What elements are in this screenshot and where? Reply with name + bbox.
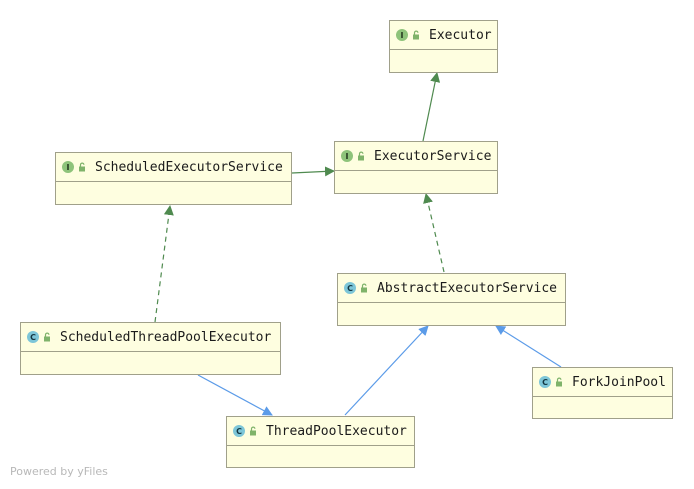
unlocked-icon (356, 151, 366, 161)
unlocked-icon (411, 30, 421, 40)
node-title: ExecutorService (374, 148, 492, 164)
node-header: C ForkJoinPool (533, 368, 672, 397)
node-title: Executor (429, 27, 492, 43)
unlocked-icon (77, 162, 87, 172)
edge-scheduled-thread-pool-executor-to-thread-pool-executor (197, 374, 273, 416)
node-title: AbstractExecutorService (377, 280, 558, 296)
node-title: ScheduledThreadPoolExecutor (60, 329, 272, 345)
edge-scheduled-executor-service-to-executor-service (291, 166, 335, 177)
node-header: C AbstractExecutorService (338, 274, 565, 303)
powered-by-footer: Powered by yFiles (10, 465, 108, 478)
node-header: I Executor (390, 21, 497, 50)
node-abstract-executor-service[interactable]: C AbstractExecutorService (337, 273, 566, 326)
node-header: C ScheduledThreadPoolExecutor (21, 323, 280, 352)
unlocked-icon (359, 283, 369, 293)
node-executor-service[interactable]: I ExecutorService (334, 141, 498, 194)
node-header: I ScheduledExecutorService (56, 153, 291, 182)
edge-abstract-executor-service-to-executor-service (423, 193, 445, 273)
node-header: C ThreadPoolExecutor (227, 417, 414, 446)
abstract-class-icon: C (344, 282, 356, 294)
node-scheduled-executor-service[interactable]: I ScheduledExecutorService (55, 152, 292, 205)
node-title: ForkJoinPool (572, 374, 666, 390)
node-fork-join-pool[interactable]: C ForkJoinPool (532, 367, 673, 419)
interface-icon: I (341, 150, 353, 162)
unlocked-icon (248, 426, 258, 436)
edge-thread-pool-executor-to-abstract-executor-service (344, 325, 429, 416)
interface-icon: I (62, 161, 74, 173)
node-executor[interactable]: I Executor (389, 20, 498, 73)
edge-scheduled-thread-pool-executor-to-scheduled-executor-service (154, 205, 174, 323)
edge-fork-join-pool-to-abstract-executor-service (495, 325, 562, 368)
node-title: ThreadPoolExecutor (266, 423, 407, 439)
unlocked-icon (42, 332, 52, 342)
node-title: ScheduledExecutorService (95, 159, 283, 175)
interface-icon: I (396, 29, 408, 41)
class-icon: C (539, 376, 551, 388)
class-icon: C (27, 331, 39, 343)
node-header: I ExecutorService (335, 142, 497, 171)
unlocked-icon (554, 377, 564, 387)
node-scheduled-thread-pool-executor[interactable]: C ScheduledThreadPoolExecutor (20, 322, 281, 375)
node-thread-pool-executor[interactable]: C ThreadPoolExecutor (226, 416, 415, 468)
edge-executor-service-to-executor (422, 72, 441, 142)
class-icon: C (233, 425, 245, 437)
